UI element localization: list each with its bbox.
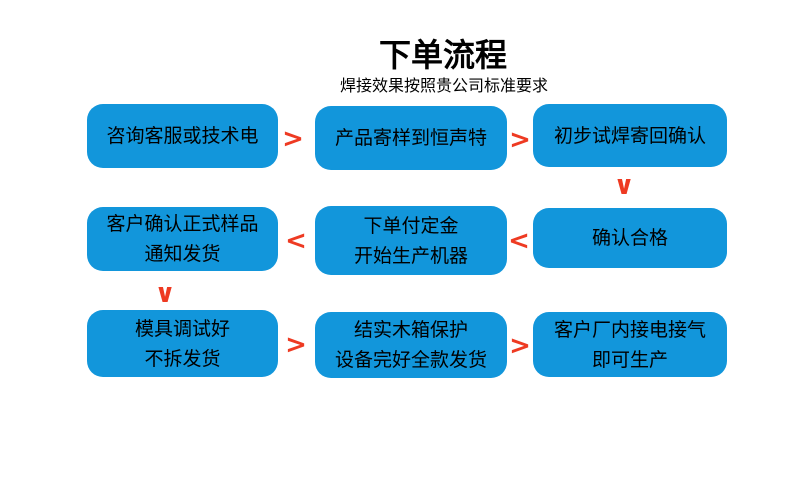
arrow-down-icon-1: ∨	[613, 171, 635, 201]
page-subtitle: 焊接效果按照贵公司标准要求	[339, 76, 549, 95]
step-line: 通知发货	[144, 243, 221, 265]
step-line: 开始生产机器	[353, 244, 468, 267]
step-line: 客户厂内接电接气	[553, 318, 706, 341]
page-title: 下单流程	[378, 36, 508, 74]
flow-step-1-consult: 咨询客服或技术电	[87, 104, 278, 168]
step-line: 下单付定金	[363, 214, 459, 237]
arrow-left-icon-1: <	[285, 226, 307, 256]
step-line: 客户确认正式样品	[106, 213, 259, 235]
step-line: 产品寄样到恒声特	[334, 127, 487, 149]
flow-step-4-confirm-qualified: 确认合格	[533, 208, 727, 268]
step-line: 结实木箱保护	[353, 319, 468, 341]
step-line: 咨询客服或技术电	[106, 125, 259, 147]
flow-step-6-confirm-sample-ship: 客户确认正式样品 通知发货	[87, 207, 278, 271]
step-line: 即可生产	[591, 348, 668, 371]
arrow-left-icon-2: <	[508, 226, 530, 256]
step-line: 初步试焊寄回确认	[553, 124, 706, 147]
step-line: 不拆发货	[144, 347, 221, 370]
step-line: 模具调试好	[134, 317, 230, 340]
flow-step-3-trial-weld: 初步试焊寄回确认	[533, 104, 727, 167]
flow-step-5-order-deposit: 下单付定金 开始生产机器	[315, 206, 507, 275]
flow-step-9-connect-power-gas: 客户厂内接电接气 即可生产	[533, 312, 727, 377]
arrow-right-icon-2: >	[509, 125, 531, 155]
step-line: 设备完好全款发货	[334, 349, 487, 371]
arrow-right-icon-1: >	[282, 124, 304, 154]
arrow-right-icon-4: >	[509, 331, 531, 361]
flow-step-2-send-sample: 产品寄样到恒声特	[315, 106, 507, 170]
flow-step-7-mold-ready: 模具调试好 不拆发货	[87, 310, 278, 377]
step-line: 确认合格	[591, 227, 668, 249]
arrow-down-icon-2: ∨	[154, 279, 176, 309]
arrow-right-icon-3: >	[285, 330, 307, 360]
flow-step-8-crate-full-payment: 结实木箱保护 设备完好全款发货	[315, 312, 507, 378]
